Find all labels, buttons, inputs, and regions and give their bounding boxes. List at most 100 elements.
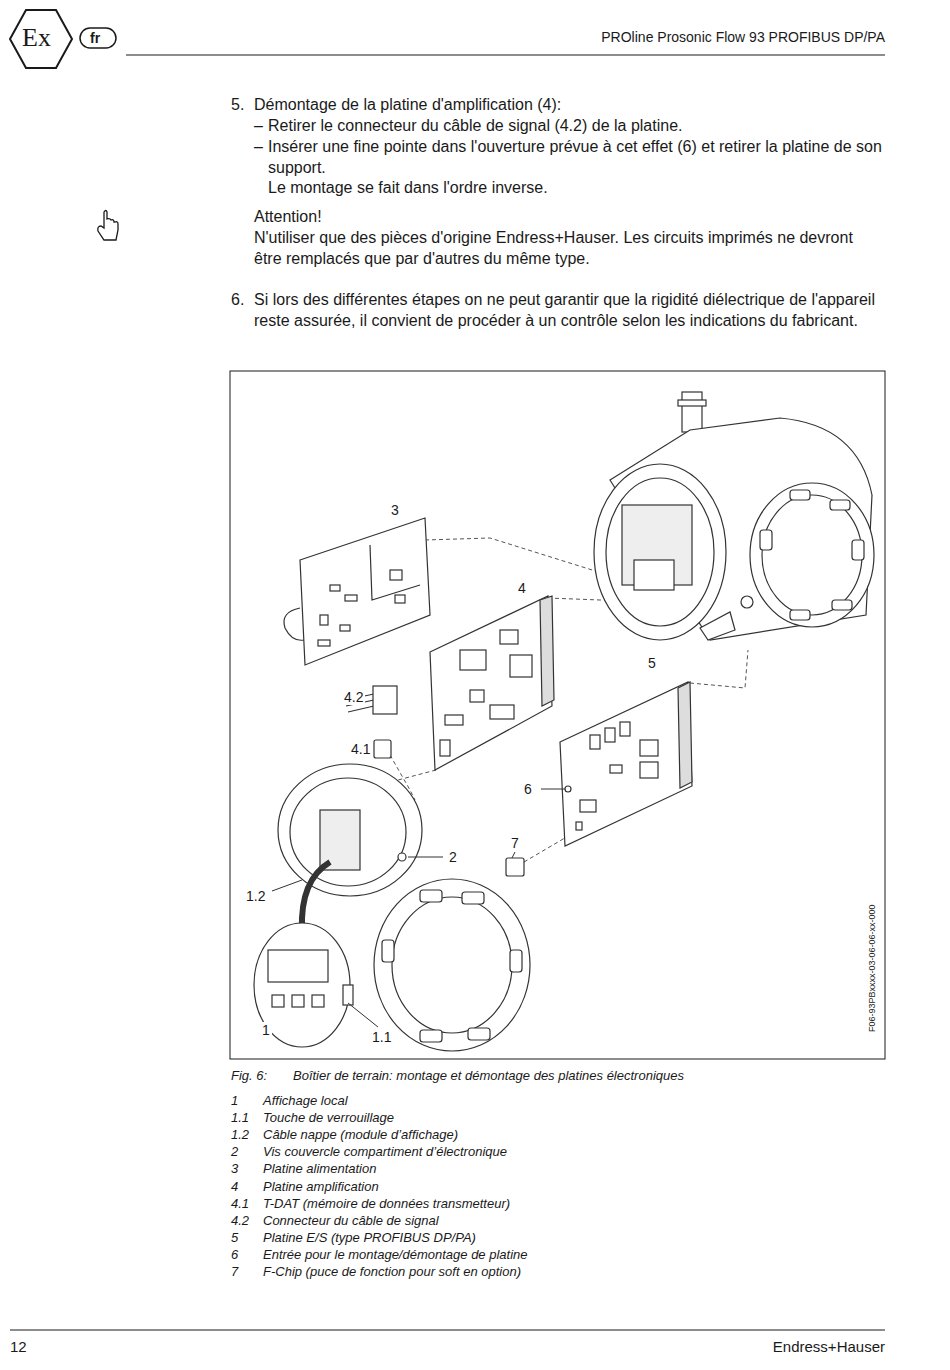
ex-mark: Ex	[22, 24, 51, 52]
field-housing-part	[832, 600, 852, 610]
io-board-part	[560, 682, 692, 846]
legend-key: 5	[231, 1230, 238, 1246]
step-text: Si lors des différentes étapes on ne peu…	[254, 289, 886, 331]
warning-text: N'utiliser que des pièces d'origine Endr…	[254, 227, 874, 269]
housing-cover-part	[392, 897, 512, 1033]
io-board	[560, 682, 692, 846]
io-board-part	[678, 682, 692, 788]
field-housing-part	[790, 490, 810, 500]
amplifier-board-part	[490, 705, 514, 719]
header-rule-part	[126, 55, 885, 56]
amplifier-board-part	[440, 740, 450, 756]
housing-cover-part	[510, 950, 522, 972]
legend-key: 7	[231, 1264, 238, 1280]
field-housing-part	[700, 612, 735, 640]
power-board-part	[318, 640, 330, 646]
display-holder-part	[290, 778, 406, 886]
io-board-part	[565, 786, 571, 792]
figure-caption: Boîtier de terrain: montage et démontage…	[293, 1068, 883, 1084]
ex-hexagon	[10, 10, 72, 68]
legend-key: 3	[231, 1161, 238, 1177]
legend-key: 4	[231, 1179, 238, 1195]
field-housing-part	[606, 478, 714, 626]
callout-number: 7	[509, 835, 521, 851]
io-board-part	[580, 800, 596, 812]
amplifier-board-part	[430, 596, 552, 770]
power-board-part	[330, 585, 340, 591]
callout-number: 6	[522, 781, 534, 797]
legend-text: Affichage local	[263, 1093, 863, 1109]
figure-frame	[230, 371, 885, 1059]
power-board	[284, 518, 430, 665]
amplifier-board-part	[460, 650, 486, 670]
language-badge-part	[80, 28, 116, 48]
page-number: 12	[10, 1338, 27, 1356]
step-text: Insérer une fine pointe dans l'ouverture…	[268, 136, 886, 178]
signal-connector-part	[373, 686, 397, 714]
legend-text: Touche de verrouillage	[263, 1110, 863, 1126]
amplifier-board-part	[540, 596, 554, 706]
amplifier-board-part	[445, 715, 463, 725]
io-board-part	[590, 735, 600, 749]
leader-lines-part	[348, 1003, 378, 1027]
warning-title: Attention!	[254, 206, 874, 227]
f-chip	[506, 858, 524, 876]
housing-cover-part	[382, 940, 394, 962]
callout-number: 1.2	[244, 888, 267, 904]
io-board-part	[640, 740, 658, 756]
legend-text: Entrée pour le montage/démontage de plat…	[263, 1247, 863, 1263]
footer-rule	[10, 1330, 885, 1331]
hand-icon-part	[98, 211, 118, 241]
legend-text: Connecteur du câble de signal	[263, 1213, 863, 1229]
local-display-part	[292, 995, 304, 1007]
field-housing-part	[852, 540, 864, 560]
legend-key: 4.1	[231, 1196, 249, 1212]
t-dat-chip-part	[374, 740, 391, 758]
step-text: Retirer le connecteur du câble de signal…	[268, 115, 883, 136]
legend-key: 1.1	[231, 1110, 249, 1126]
callout-number: 1.1	[370, 1029, 393, 1045]
power-board-part	[345, 595, 357, 601]
io-board-part	[576, 822, 582, 830]
housing-cover-part	[468, 1028, 490, 1040]
io-board-part	[610, 765, 622, 773]
leader-lines-part	[272, 880, 302, 891]
field-housing-part	[634, 560, 674, 590]
field-housing-part	[741, 596, 753, 608]
display-holder-part	[278, 764, 422, 896]
leader-lines-part	[541, 789, 565, 790]
figure-frame-part	[230, 371, 885, 1059]
leader-lines-part	[408, 857, 443, 858]
callout-number: 2	[447, 849, 459, 865]
power-board-part	[340, 625, 350, 631]
ribbon-cable	[302, 862, 330, 930]
legend-text: Platine alimentation	[263, 1161, 863, 1177]
display-holder-part	[398, 853, 406, 861]
legend-key: 4.2	[231, 1213, 249, 1229]
t-dat-chip	[374, 740, 391, 758]
callout-number: 4	[516, 580, 528, 596]
field-housing-part	[750, 483, 874, 627]
footer-rule-part	[10, 1330, 885, 1331]
step-number: 5.	[231, 94, 244, 115]
legend-key: 6	[231, 1247, 238, 1263]
amplifier-board-part	[510, 655, 532, 677]
publisher: Endress+Hauser	[600, 1338, 885, 1356]
amplifier-board-part	[500, 630, 518, 644]
housing-cover-part	[420, 890, 442, 902]
ribbon-cable-part	[302, 862, 330, 930]
legend-text: Platine E/S (type PROFIBUS DP/PA)	[263, 1230, 863, 1246]
local-display-part	[272, 995, 284, 1007]
housing-cover	[374, 879, 530, 1051]
figure-code: F06-93PBxxxx-03-06-06-xx-000	[867, 904, 877, 1032]
legend-text: Vis couvercle compartiment d’électroniqu…	[263, 1144, 863, 1160]
page-header: PROline Prosonic Flow 93 PROFIBUS DP/PA	[480, 28, 885, 46]
legend-text: Platine amplification	[263, 1179, 863, 1195]
step-text: Le montage se fait dans l'ordre inverse.	[268, 177, 883, 198]
local-display	[254, 923, 353, 1047]
power-board-part	[395, 595, 405, 603]
callout-number: 4.1	[349, 741, 372, 757]
power-board-part	[370, 545, 420, 600]
callout-number: 5	[646, 655, 658, 671]
local-display-part	[254, 923, 350, 1047]
